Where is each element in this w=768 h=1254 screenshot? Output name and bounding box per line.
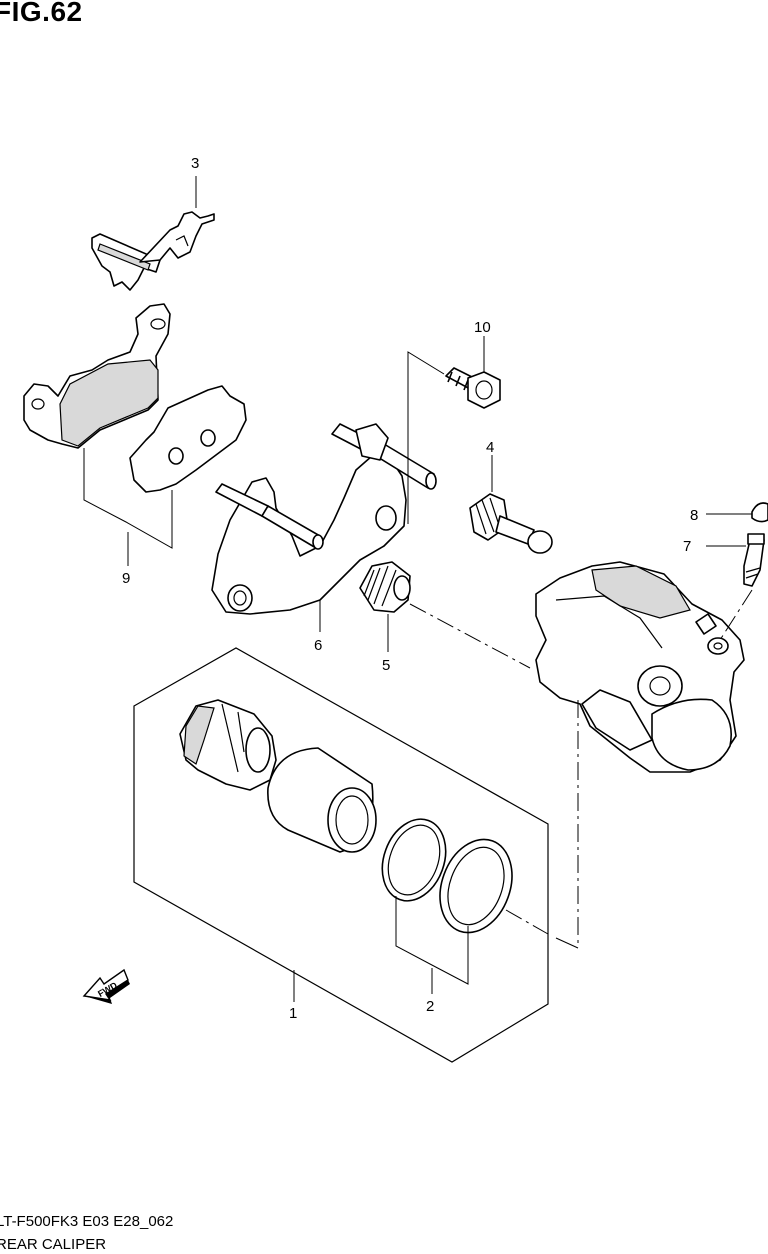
brake-pad-outer	[23, 303, 171, 449]
callout-6: 6	[314, 637, 322, 654]
callout-5: 5	[382, 657, 390, 674]
leader-bracket-2	[395, 896, 469, 985]
pad-spring	[91, 211, 215, 291]
caliper-bracket	[211, 423, 437, 615]
leader-bracket-9	[83, 448, 173, 549]
piston-retainer	[179, 699, 277, 791]
bracket-bolt	[445, 367, 501, 409]
bleeder-cap	[751, 502, 768, 523]
callout-3: 3	[191, 155, 199, 172]
callout-8: 8	[690, 507, 698, 524]
callout-9: 9	[122, 570, 130, 587]
callout-7: 7	[683, 538, 691, 555]
bleeder-valve	[743, 533, 765, 587]
assembly-line-bleeder	[719, 589, 753, 641]
callout-1: 1	[289, 1005, 297, 1022]
assembly-tick	[555, 937, 579, 949]
pin-boot	[359, 561, 411, 613]
leader-bracket-10	[407, 351, 445, 524]
callout-4: 4	[486, 439, 494, 456]
figure-title: FIG.62	[0, 0, 83, 27]
piston	[267, 747, 377, 853]
callout-10: 10	[474, 319, 491, 336]
piston-seal	[381, 818, 447, 902]
assembly-line-boot	[409, 603, 531, 669]
footer-model-code: LT-F500FK3 E03 E28_062	[0, 1213, 174, 1230]
assembly-line-seal	[505, 909, 549, 935]
footer-caption: REAR CALIPER	[0, 1236, 107, 1253]
brake-pad-inner	[129, 385, 247, 493]
caliper-body	[535, 561, 745, 773]
piston-set-outline	[133, 647, 549, 1063]
arrow-left-icon	[82, 968, 130, 1004]
callout-2: 2	[426, 998, 434, 1015]
dust-seal	[439, 838, 513, 934]
forward-direction-arrow: FWD	[82, 968, 130, 1004]
slide-pin	[469, 493, 553, 554]
